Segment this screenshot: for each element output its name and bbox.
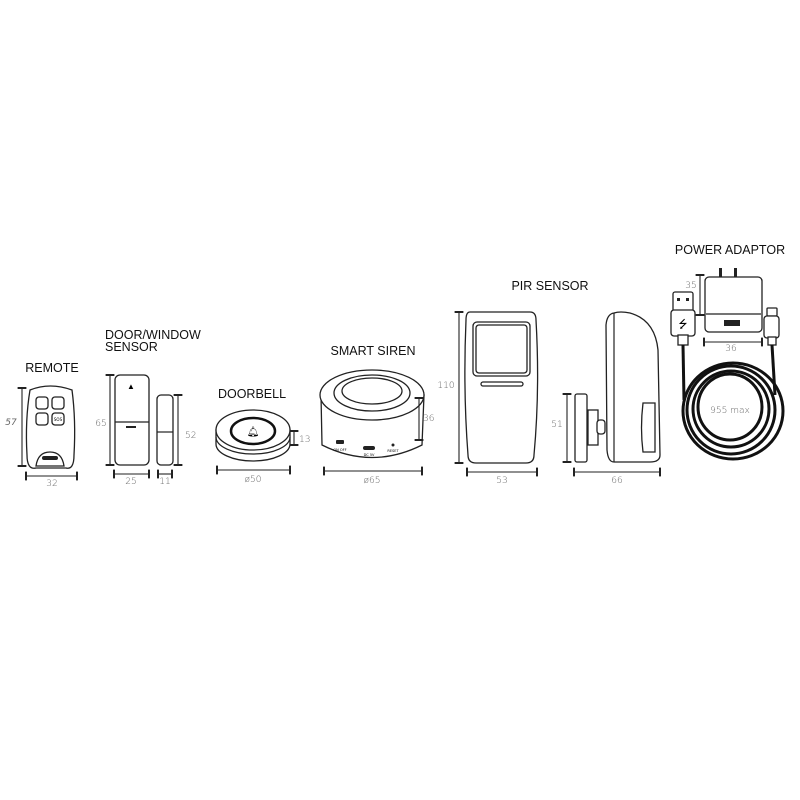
remote-height-label: 57 <box>5 418 17 428</box>
sensor-height-label: 65 <box>95 419 106 429</box>
usb-icon: ⭍ <box>678 318 687 331</box>
siren-height-label: 36 <box>423 414 434 424</box>
adaptor-height-label: 35 <box>685 281 696 291</box>
magnet-body <box>156 394 174 466</box>
adaptor-title: POWER ADAPTOR <box>675 243 785 257</box>
usb-plug <box>672 291 694 313</box>
magnet-width-label: 11 <box>159 477 170 487</box>
siren-diameter-label: ø65 <box>364 476 381 486</box>
remote-home-button <box>35 412 49 426</box>
doorbell-thickness-label: 13 <box>299 435 310 445</box>
remote: REMOTE SOS 57 32 <box>5 361 78 489</box>
remote-lock-button <box>35 396 49 410</box>
remote-title: REMOTE <box>25 361 78 375</box>
bell-icon: 🔔︎ <box>247 426 260 438</box>
remote-width-label: 32 <box>46 479 57 489</box>
smart-siren: SMART SIREN ON OFF DC 5V RESET 36 ø65 <box>319 344 434 486</box>
remote-sos-button <box>51 412 65 426</box>
cable-coil <box>681 344 785 461</box>
cable-length-label: 955 max <box>710 406 750 416</box>
pir-height-label: 110 <box>437 381 454 391</box>
warning-icon: ▲ <box>127 382 135 391</box>
sensor-body <box>114 374 150 466</box>
door-window-title-line1: DOOR/WINDOW <box>105 328 201 342</box>
siren-switch-label: ON OFF <box>333 448 346 452</box>
power-adaptor: POWER ADAPTOR 35 36 ⭍ 955 max <box>670 243 785 461</box>
doorbell-diameter-label: ø50 <box>245 475 262 485</box>
pir-title: PIR SENSOR <box>511 279 588 293</box>
micro-usb-plug <box>766 307 778 317</box>
door-window-sensor: DOOR/WINDOW SENSOR ▲ 65 52 25 11 <box>95 328 201 487</box>
pir-depth-label: 66 <box>611 476 622 486</box>
doorbell-button <box>229 416 277 446</box>
siren-title: SMART SIREN <box>331 344 416 358</box>
remote-unlock-button <box>51 396 65 410</box>
remote-slot <box>42 456 58 460</box>
door-window-title-line2: SENSOR <box>105 340 158 354</box>
sensor-width-label: 25 <box>125 477 136 487</box>
adaptor-width-label: 36 <box>725 344 736 354</box>
doorbell: DOORBELL 🔔︎ 13 ø50 <box>215 387 310 485</box>
magnet-height-label: 52 <box>185 431 196 441</box>
pir-bracket-height-label: 51 <box>551 420 562 430</box>
siren-dc-label: DC 5V <box>364 453 375 457</box>
siren-reset-label: RESET <box>387 449 399 453</box>
remote-sos-label: SOS <box>54 417 63 422</box>
pir-sensor: PIR SENSOR 110 53 51 66 <box>437 279 662 486</box>
doorbell-title: DOORBELL <box>218 387 286 401</box>
pir-width-label: 53 <box>496 476 507 486</box>
